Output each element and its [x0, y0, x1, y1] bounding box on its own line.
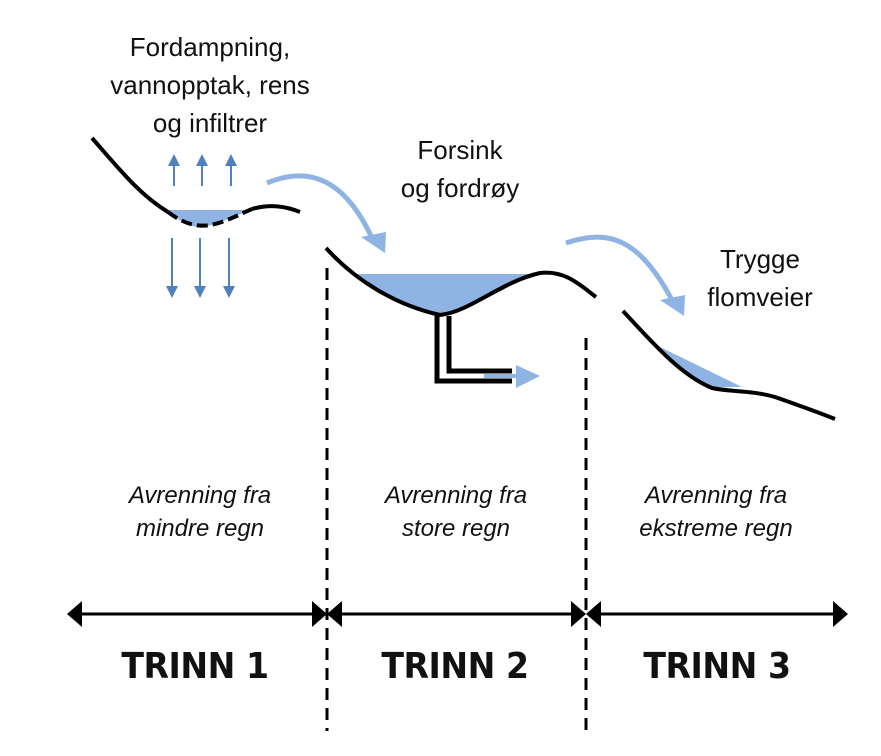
- double-arrow-icon: [67, 601, 327, 627]
- stage-1-function-title: Fordampning, vannopptak, rens og infiltr…: [70, 28, 350, 142]
- desc-line: Avrenning fra: [128, 482, 272, 509]
- floodway-water-stage-3: [654, 344, 742, 388]
- title-line: Fordampning,: [129, 32, 291, 62]
- double-arrow-icon: [327, 601, 586, 627]
- title-line: og fordrøy: [400, 173, 520, 203]
- curved-arrow-icon: [565, 234, 685, 316]
- title-line: og infiltrer: [152, 108, 268, 138]
- desc-line: mindre regn: [135, 515, 265, 542]
- desc-line: Avrenning fra: [384, 482, 528, 509]
- detention-pool-stage-2: [358, 274, 535, 315]
- evaporation-arrows: [168, 154, 237, 186]
- water-pool-stage-1: [168, 210, 250, 227]
- double-arrow-icon: [586, 601, 848, 627]
- stage-3-runoff-description: Avrenning fra ekstreme regn: [596, 479, 836, 545]
- stage-3-label: TRINN 3: [643, 646, 791, 687]
- stage-3-function-title: Trygge flomveier: [680, 240, 840, 316]
- terrain-basin-stage-2: [324, 246, 598, 318]
- curved-arrow-icon: [266, 173, 386, 253]
- stage-2-label: TRINN 2: [381, 646, 529, 687]
- desc-line: ekstreme regn: [639, 515, 793, 542]
- title-line: flomveier: [707, 282, 813, 312]
- title-line: Forsink: [417, 135, 503, 165]
- desc-line: Avrenning fra: [644, 482, 788, 509]
- desc-line: store regn: [401, 515, 511, 542]
- terrain-slope-stage-1: [90, 136, 170, 214]
- stage-2-function-title: Forsink og fordrøy: [360, 131, 560, 207]
- terrain-crest-stage-1: [251, 204, 301, 214]
- arrow-right-icon: [484, 365, 540, 388]
- stage-1-runoff-description: Avrenning fra mindre regn: [90, 479, 310, 545]
- infiltration-arrows: [166, 238, 235, 298]
- stage-1-label: TRINN 1: [121, 646, 269, 687]
- title-line: Trygge: [720, 244, 800, 274]
- stage-2-runoff-description: Avrenning fra store regn: [346, 479, 566, 545]
- outlet-pipe-outer: [434, 316, 512, 384]
- terrain-floodway-stage-3: [621, 309, 836, 421]
- outlet-pipe-inner: [446, 316, 512, 374]
- permeable-ground-stage-1: [166, 207, 253, 228]
- title-line: vannopptak, rens: [110, 70, 310, 100]
